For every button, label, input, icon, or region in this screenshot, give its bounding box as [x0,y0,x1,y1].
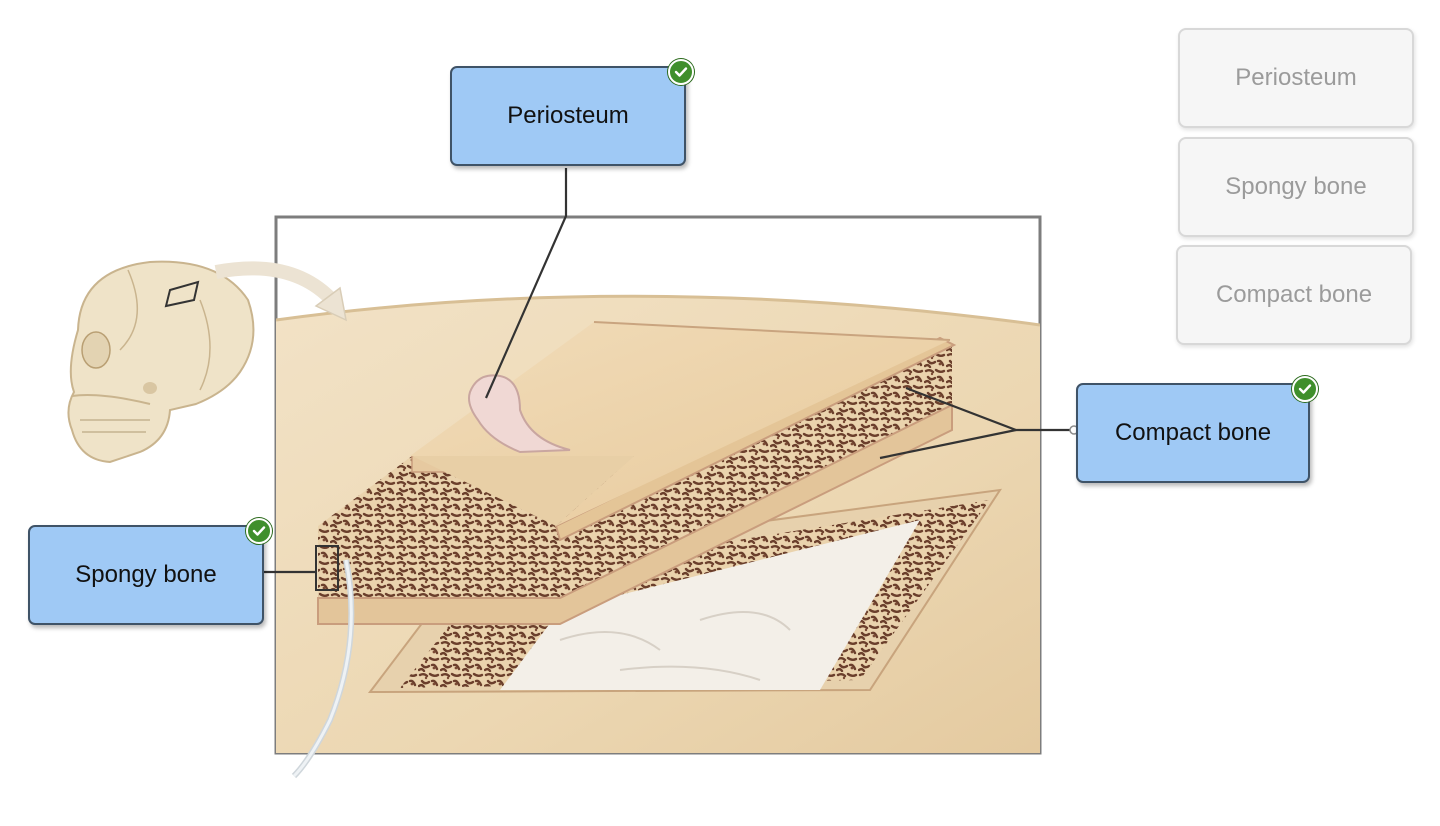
placed-label-compact-bone[interactable]: Compact bone [1076,376,1318,483]
bank-item-text: Periosteum [1235,64,1357,91]
check-icon [668,59,694,85]
placed-label-spongy-bone[interactable]: Spongy bone [28,518,272,625]
bank-item-text: Spongy bone [1225,173,1367,200]
bank-item-text: Compact bone [1215,281,1373,308]
check-icon [246,518,272,544]
placed-label-compact-bone-text: Compact bone [1114,419,1272,446]
placed-label-periosteum-text: Periosteum [507,102,629,129]
periosteum-flap [468,374,571,454]
recess-area [367,488,1003,694]
leader-lines [262,168,1078,574]
bank-item-spongy-bone[interactable]: Spongy bone [1178,137,1414,237]
bank-item-periosteum[interactable]: Periosteum [1178,28,1414,128]
check-icon [1292,376,1318,402]
zoom-arrow [214,261,348,322]
placed-label-spongy-bone-text: Spongy bone [75,561,217,588]
bank-item-compact-bone[interactable]: Compact bone [1176,245,1412,345]
skull-thumbnail [67,260,255,464]
placed-label-periosteum[interactable]: Periosteum [450,59,694,166]
bone-slab [315,321,957,625]
